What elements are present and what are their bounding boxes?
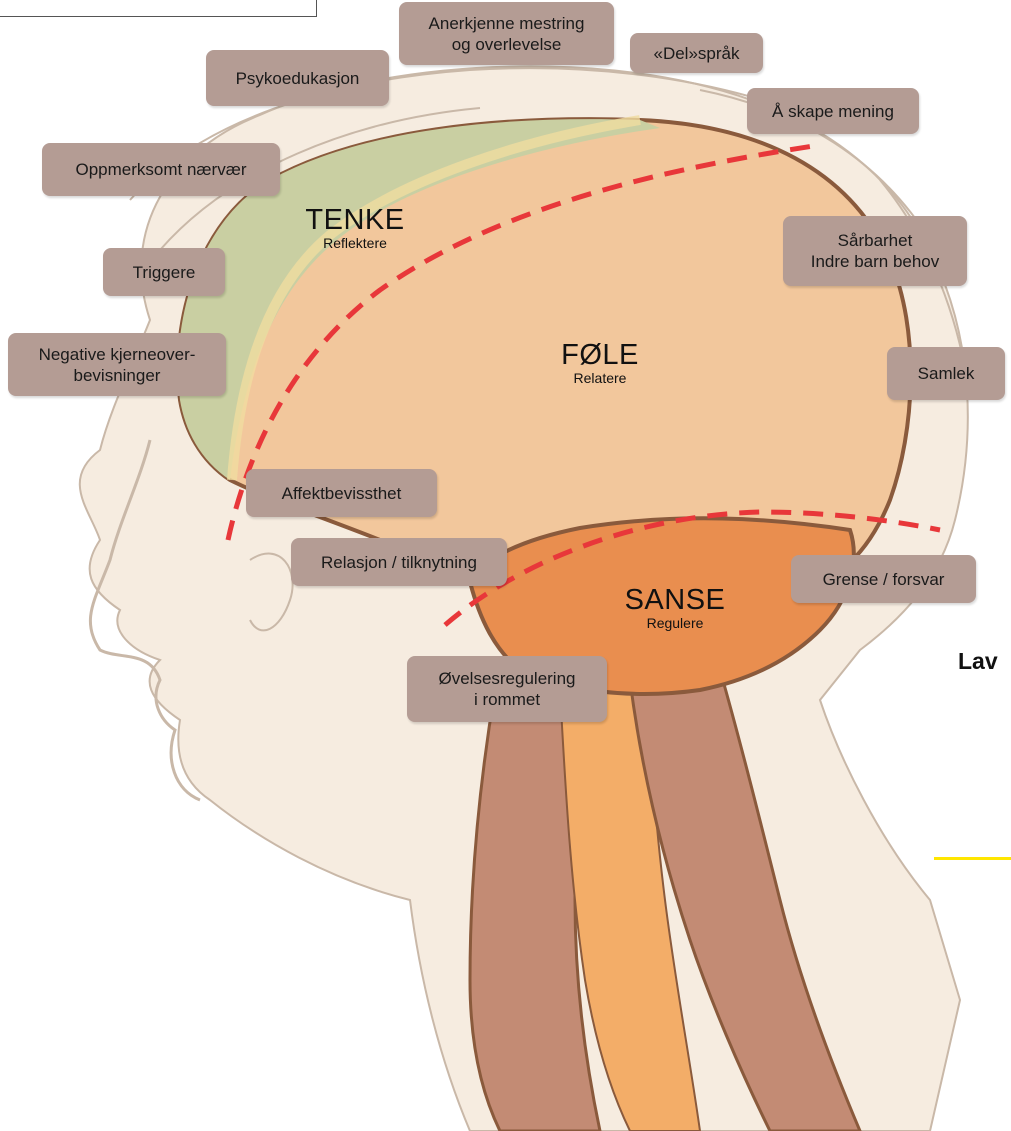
label-del-sprak: «Del»språk [630, 33, 763, 73]
label-grense-text: Grense / forsvar [823, 569, 945, 590]
fole-label: FØLE [530, 340, 670, 370]
label-ovelses-line2: i rommet [474, 689, 540, 710]
label-negative-line2: bevisninger [74, 365, 161, 386]
tenke-label: TENKE [280, 205, 430, 235]
fole-title: FØLE Relatere [530, 340, 670, 386]
label-psykoedukasjon: Psykoedukasjon [206, 50, 389, 106]
label-triggere-text: Triggere [133, 262, 196, 283]
sanse-title: SANSE Regulere [600, 585, 750, 631]
label-samlek: Samlek [887, 347, 1005, 400]
label-negative: Negative kjerneover- bevisninger [8, 333, 226, 396]
side-text: Lav [958, 648, 998, 675]
label-skape-mening: Å skape mening [747, 88, 919, 134]
label-oppmerksomt-text: Oppmerksomt nærvær [76, 159, 247, 180]
label-ovelses-line1: Øvelsesregulering [438, 668, 575, 689]
sanse-sublabel: Regulere [600, 615, 750, 631]
label-ovelsesregulering: Øvelsesregulering i rommet [407, 656, 607, 722]
label-relasjon-text: Relasjon / tilknytning [321, 552, 477, 573]
label-del-sprak-text: «Del»språk [654, 43, 740, 64]
highlight-line [934, 857, 1011, 860]
label-affektbevissthet-text: Affektbevissthet [282, 483, 402, 504]
label-anerkjenne: Anerkjenne mestring og overlevelse [399, 2, 614, 65]
label-negative-line1: Negative kjerneover- [39, 344, 196, 365]
label-samlek-text: Samlek [918, 363, 975, 384]
label-psykoedukasjon-text: Psykoedukasjon [236, 68, 360, 89]
label-anerkjenne-line1: Anerkjenne mestring [429, 13, 585, 34]
label-skape-mening-text: Å skape mening [772, 101, 894, 122]
label-oppmerksomt: Oppmerksomt nærvær [42, 143, 280, 196]
tenke-title: TENKE Reflektere [280, 205, 430, 251]
label-affektbevissthet: Affektbevissthet [246, 469, 437, 517]
sanse-label: SANSE [600, 585, 750, 615]
label-anerkjenne-line2: og overlevelse [452, 34, 562, 55]
label-relasjon: Relasjon / tilknytning [291, 538, 507, 586]
label-grense: Grense / forsvar [791, 555, 976, 603]
fole-sublabel: Relatere [530, 370, 670, 386]
label-sarbarhet-line1: Sårbarhet [838, 230, 913, 251]
label-triggere: Triggere [103, 248, 225, 296]
tenke-sublabel: Reflektere [280, 235, 430, 251]
label-sarbarhet-line2: Indre barn behov [811, 251, 940, 272]
label-sarbarhet: Sårbarhet Indre barn behov [783, 216, 967, 286]
